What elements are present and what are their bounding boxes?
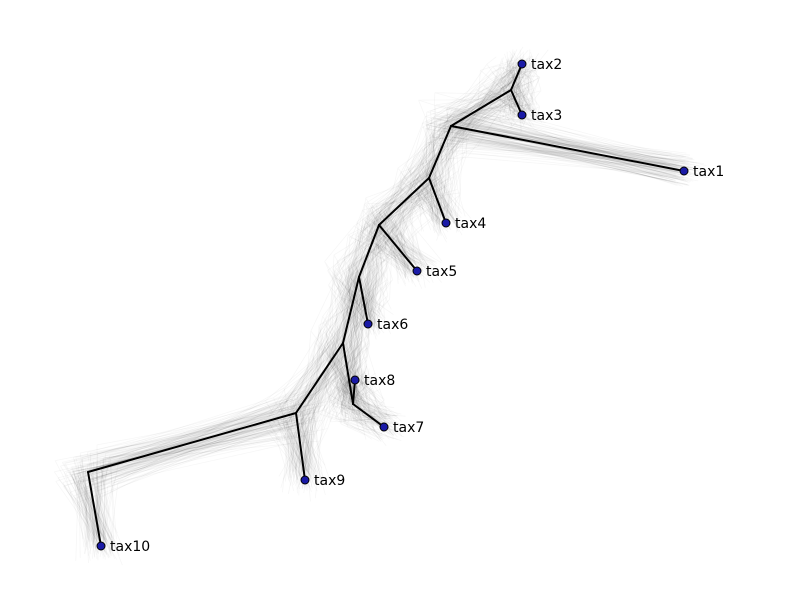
sample-tree-55 <box>89 62 690 553</box>
sample-tree-57 <box>103 66 679 535</box>
sample-tree-68 <box>100 61 682 550</box>
sample-tree-32 <box>95 57 680 553</box>
tip-label-tax9: tax9 <box>314 473 345 489</box>
sample-tree-137 <box>102 51 693 554</box>
sample-tree-96 <box>93 60 681 556</box>
sample-tree-12 <box>76 59 708 553</box>
tip-labels: tax1 tax2 tax3 tax4 tax5 tax6 tax7 tax8 tax9 tax1… <box>110 57 724 555</box>
tip-node-tax3 <box>517 110 527 120</box>
sample-tree-95 <box>91 50 667 542</box>
tip-node-tax1 <box>679 166 689 176</box>
branch-n2-tax2 <box>510 63 523 91</box>
tip-node-tax7 <box>379 422 389 432</box>
sample-tree-79 <box>75 62 686 555</box>
branch-r-n9 <box>87 412 297 473</box>
sample-tree-16 <box>95 57 691 547</box>
sample-tree-20 <box>66 67 687 559</box>
sample-tree-28 <box>86 65 703 538</box>
tip-label-tax6: tax6 <box>377 317 408 333</box>
sample-tree-6 <box>78 66 689 544</box>
tip-node-tax2 <box>517 59 527 69</box>
branch-r-tax10 <box>87 471 102 547</box>
posterior-sample-edges <box>54 47 708 565</box>
branch-n7-n6 <box>342 276 360 344</box>
tip-node-tax10 <box>96 541 106 551</box>
sample-tree-9 <box>96 59 689 559</box>
branch-n5-tax5 <box>378 224 418 272</box>
sample-tree-8 <box>97 52 692 537</box>
sample-tree-69 <box>89 60 701 542</box>
sample-tree-123 <box>109 59 683 558</box>
branch-n6-tax6 <box>358 276 369 325</box>
sample-tree-126 <box>74 66 689 539</box>
tip-label-tax7: tax7 <box>393 420 424 436</box>
branch-n1-tax1 <box>450 125 685 172</box>
branch-n1-n2 <box>450 89 512 127</box>
tip-node-tax5 <box>412 266 422 276</box>
sample-tree-138 <box>102 57 678 548</box>
sample-tree-114 <box>89 57 686 565</box>
sample-tree-89 <box>93 56 677 543</box>
branch-n8-tax7 <box>352 403 385 428</box>
branch-n5-n4 <box>378 177 430 226</box>
sample-tree-133 <box>111 65 689 540</box>
sample-tree-41 <box>98 53 676 560</box>
sample-tree-105 <box>96 58 667 549</box>
tip-label-tax4: tax4 <box>455 216 486 232</box>
branch-n9-tax9 <box>295 412 306 481</box>
branch-n9-n7 <box>295 342 344 414</box>
sample-tree-56 <box>103 64 689 558</box>
sample-tree-37 <box>104 59 698 546</box>
branch-n7-n8 <box>342 342 354 405</box>
consensus-tree-edges <box>87 63 685 547</box>
sample-tree-38 <box>80 58 685 545</box>
tip-node-tax9 <box>300 475 310 485</box>
sample-tree-50 <box>89 62 692 544</box>
sample-tree-19 <box>95 62 698 553</box>
sample-tree-48 <box>79 66 674 558</box>
branch-n2-tax3 <box>510 89 523 116</box>
sample-tree-27 <box>94 64 690 545</box>
sample-tree-17 <box>96 52 680 549</box>
sample-tree-71 <box>79 62 697 539</box>
sample-tree-61 <box>93 54 693 542</box>
sample-tree-115 <box>85 61 707 542</box>
sample-tree-18 <box>100 49 693 550</box>
branch-n4-tax4 <box>428 177 447 224</box>
tip-label-tax1: tax1 <box>693 164 724 180</box>
sample-tree-26 <box>84 64 685 557</box>
sample-tree-34 <box>94 52 678 536</box>
tip-label-tax10: tax10 <box>110 539 150 555</box>
branch-n4-n1 <box>428 125 452 179</box>
tip-label-tax8: tax8 <box>364 373 395 389</box>
sample-tree-60 <box>103 52 693 535</box>
tip-markers <box>96 59 689 551</box>
tip-label-tax3: tax3 <box>531 108 562 124</box>
sample-tree-64 <box>84 67 685 554</box>
sample-tree-82 <box>98 66 705 560</box>
tip-node-tax4 <box>441 218 451 228</box>
sample-tree-15 <box>88 67 685 549</box>
sample-tree-77 <box>83 59 691 554</box>
tip-node-tax6 <box>363 319 373 329</box>
tip-label-tax2: tax2 <box>531 57 562 73</box>
branch-n6-n5 <box>358 224 380 278</box>
tip-label-tax5: tax5 <box>426 264 457 280</box>
tip-node-tax8 <box>350 375 360 385</box>
sample-tree-132 <box>100 57 689 557</box>
